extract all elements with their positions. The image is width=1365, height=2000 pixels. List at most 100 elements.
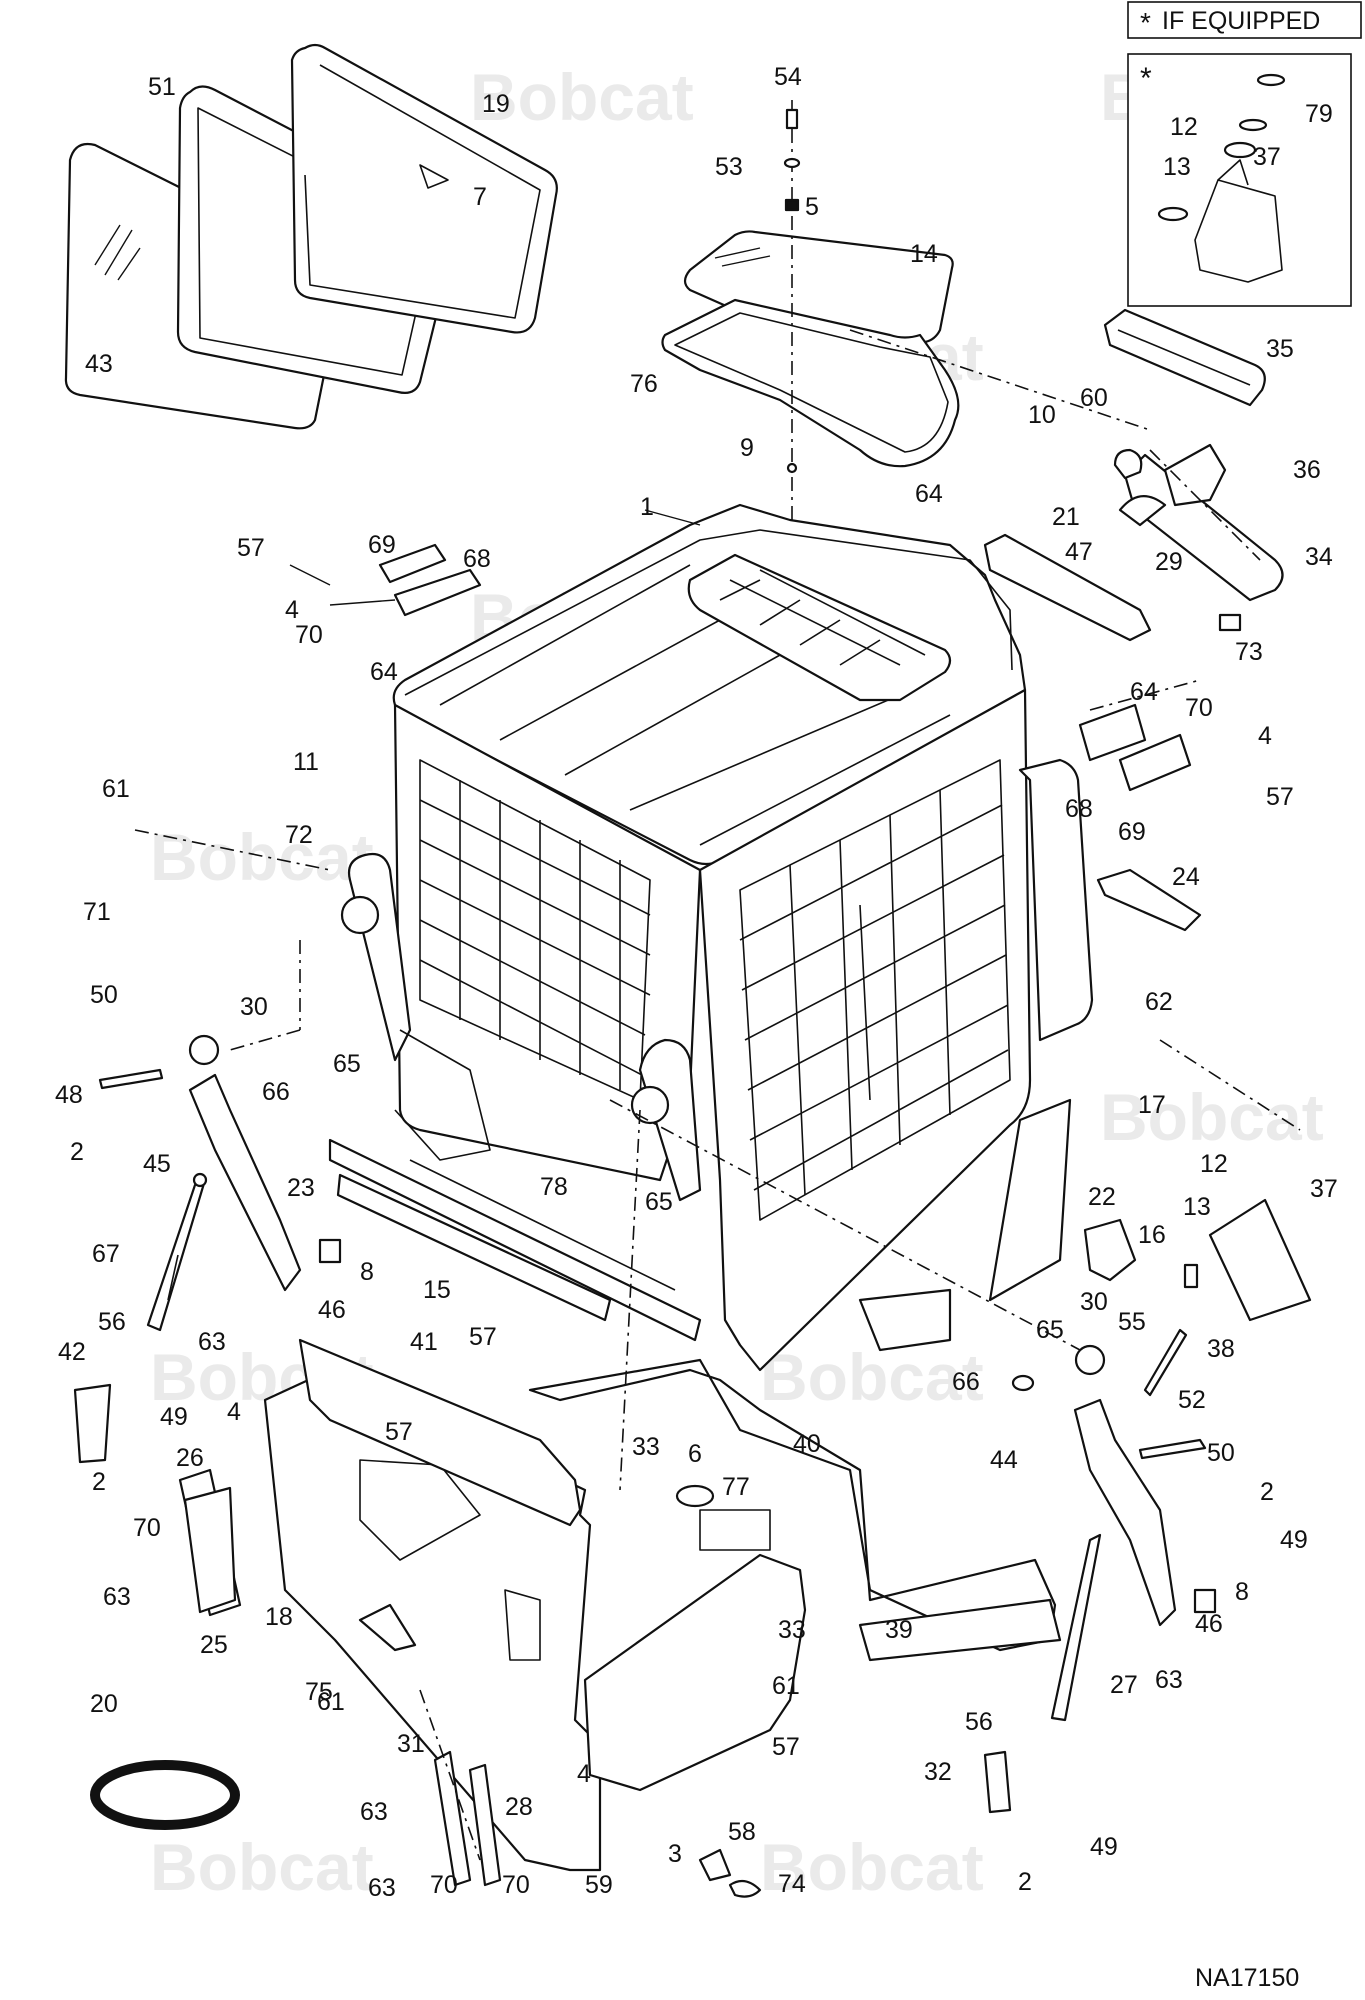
callout-15: 15	[423, 1276, 451, 1304]
callout-69: 69	[368, 531, 396, 559]
callout-10: 10	[1028, 401, 1056, 429]
callout-45: 45	[143, 1150, 171, 1178]
roof-rib	[439, 564, 691, 706]
bushing	[1193, 1588, 1217, 1614]
inset-symbol: *	[1140, 62, 1152, 95]
rain-gutter	[983, 533, 1152, 642]
callout-46: 46	[1195, 1610, 1223, 1638]
callout-4: 4	[285, 596, 299, 624]
gas-strut-right	[1050, 1533, 1102, 1722]
callout-78: 78	[540, 1173, 568, 1201]
right-lower-assembly	[983, 1198, 1312, 1814]
watermark: Bobcat	[150, 1830, 374, 1904]
callout-61: 61	[317, 1688, 345, 1716]
window-frame-inner	[304, 64, 541, 319]
callout-73: 73	[1235, 638, 1263, 666]
callout-49: 49	[160, 1403, 188, 1431]
threshold-trim	[336, 1173, 612, 1322]
damper	[188, 1034, 220, 1066]
callout-13: 13	[1183, 1193, 1211, 1221]
roof-rib	[629, 694, 901, 811]
watermark: Bobcat	[470, 60, 694, 134]
leader-lines	[134, 329, 1301, 1491]
cab-bottom-bracket	[858, 1288, 952, 1352]
callout-28: 28	[505, 1793, 533, 1821]
callout-74: 74	[778, 1870, 806, 1898]
callout-32: 32	[924, 1758, 952, 1786]
long-bolt	[98, 1068, 164, 1090]
callout-69: 69	[1118, 818, 1146, 846]
callout-70: 70	[430, 1871, 458, 1899]
callout-33: 33	[778, 1616, 806, 1644]
callout-3: 3	[668, 1840, 682, 1868]
callout-63: 63	[368, 1874, 396, 1902]
roof-light-housing	[1123, 453, 1284, 602]
pivot-hole	[340, 895, 380, 935]
tie-clip	[728, 1879, 762, 1898]
callout-56: 56	[965, 1708, 993, 1736]
bolt	[785, 108, 799, 130]
watermark: Bobcat	[760, 1830, 984, 1904]
callout-61: 61	[102, 775, 130, 803]
callout-65: 65	[333, 1050, 361, 1078]
glass-glare	[94, 224, 141, 281]
callout-53: 53	[715, 153, 743, 181]
inset-seal	[1157, 206, 1189, 222]
cab-frame	[340, 503, 1032, 1372]
callout-37: 37	[1310, 1175, 1338, 1203]
top-fastener-stack	[783, 100, 801, 560]
hinge-post	[468, 1763, 502, 1887]
callout-35: 35	[1266, 335, 1294, 363]
callout-64: 64	[370, 658, 398, 686]
threshold-rail	[328, 1138, 702, 1342]
callout-61: 61	[772, 1672, 800, 1700]
light-clip	[1218, 613, 1242, 632]
callout-72: 72	[285, 821, 313, 849]
hinge-post	[433, 1750, 472, 1887]
callout-17: 17	[1138, 1091, 1166, 1119]
callout-38: 38	[1207, 1335, 1235, 1363]
callout-11: 11	[293, 748, 319, 776]
inset-cap	[1256, 73, 1286, 87]
roof-light	[1113, 448, 1143, 480]
callout-57: 57	[469, 1323, 497, 1351]
watermark: Bobcat	[150, 820, 374, 894]
floor-assembly	[263, 1338, 1062, 1898]
right-side-parts	[988, 703, 1202, 1302]
step-plate	[1096, 868, 1202, 932]
warning-decal	[419, 164, 449, 189]
latch-seal	[1118, 733, 1192, 792]
spacer	[1183, 1263, 1199, 1289]
callout-77: 77	[722, 1473, 750, 1501]
callout-76: 76	[630, 370, 658, 398]
callout-68: 68	[463, 545, 491, 573]
callout-20: 20	[90, 1690, 118, 1718]
roof-light-lens	[1163, 443, 1227, 507]
callout-57: 57	[237, 534, 265, 562]
callout-49: 49	[1090, 1833, 1118, 1861]
callout-8: 8	[1235, 1578, 1249, 1606]
latch-strike-left	[393, 568, 482, 617]
lower-mount-right	[983, 1750, 1012, 1814]
callout-59: 59	[585, 1871, 613, 1899]
clip	[786, 462, 798, 474]
light-bracket	[1118, 495, 1167, 527]
callout-6: 6	[688, 1440, 702, 1468]
callout-57: 57	[385, 1418, 413, 1446]
callout-16: 16	[1138, 1221, 1166, 1249]
left-latch-parts	[289, 543, 482, 617]
callout-50: 50	[90, 981, 118, 1009]
callout-57: 57	[1266, 783, 1294, 811]
pivot-hole	[630, 1085, 670, 1125]
lower-mount-left	[73, 1383, 112, 1464]
cab-roof	[392, 503, 1027, 866]
nut	[1011, 1374, 1035, 1392]
gas-strut-left	[146, 1178, 207, 1332]
callout-65: 65	[645, 1188, 673, 1216]
callout-41: 41	[410, 1328, 438, 1356]
callout-48: 48	[55, 1081, 83, 1109]
roof-edge	[404, 529, 1013, 696]
callout-8: 8	[360, 1258, 374, 1286]
callout-24: 24	[1172, 863, 1200, 891]
